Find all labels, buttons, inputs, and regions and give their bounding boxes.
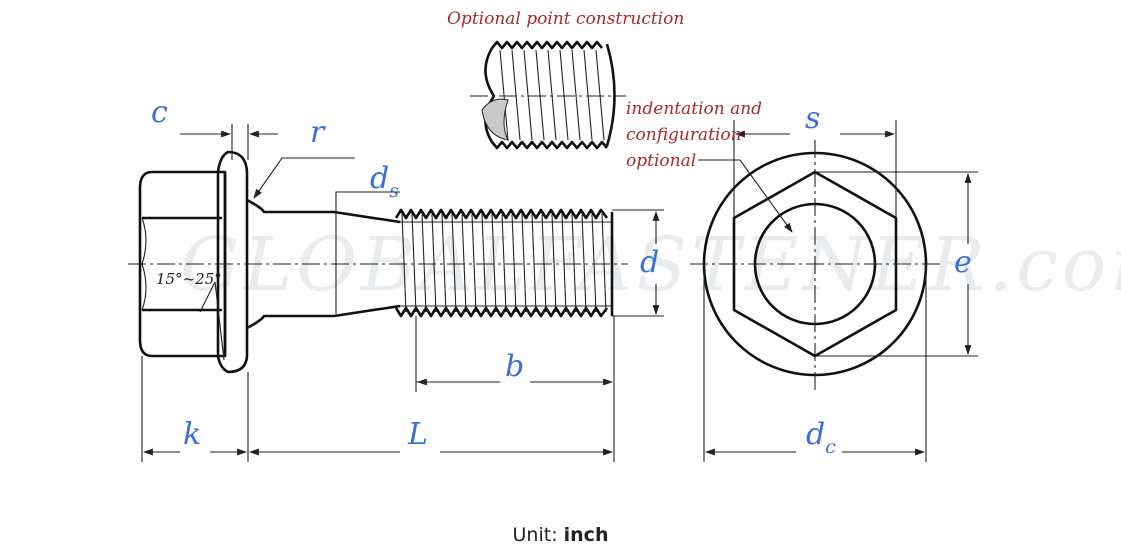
label-L: L [407,417,428,452]
note-indentation-line1: indentation and [626,99,762,119]
unit-prefix: Unit: [512,524,564,546]
side-view-dimensions [141,124,664,462]
note-indentation-line3: optional [626,151,696,171]
note-indentation-line2: configuration [626,125,742,145]
hex-head [138,170,227,358]
label-ds-sub: s [389,180,399,202]
label-dc-sub: c [825,436,836,458]
label-s: s [805,101,820,136]
label-ds-main: d [370,161,389,196]
bolt-end-view [690,120,978,462]
unit-value: inch [563,524,609,546]
flange-bolt-diagram: GLOBALFASTENER.com [128,9,1121,462]
thread-bottom [394,306,609,318]
note-optional-point: Optional point construction [447,9,684,29]
unit-caption: Unit: inch [0,524,1121,546]
label-dc-main: d [806,417,825,452]
bolt-side-view [128,150,628,374]
thread-top [394,208,609,220]
shank [246,198,401,330]
optional-point-detail [470,40,626,150]
label-b: b [505,349,524,384]
label-dc: dc [806,417,836,458]
label-c: c [151,95,168,130]
label-angle: 15°~25° [156,270,222,288]
watermark: GLOBALFASTENER.com [180,222,1121,308]
label-e: e [954,245,972,280]
label-k: k [183,417,201,452]
label-d: d [640,245,659,280]
label-r: r [310,115,326,150]
label-ds: ds [370,161,399,202]
